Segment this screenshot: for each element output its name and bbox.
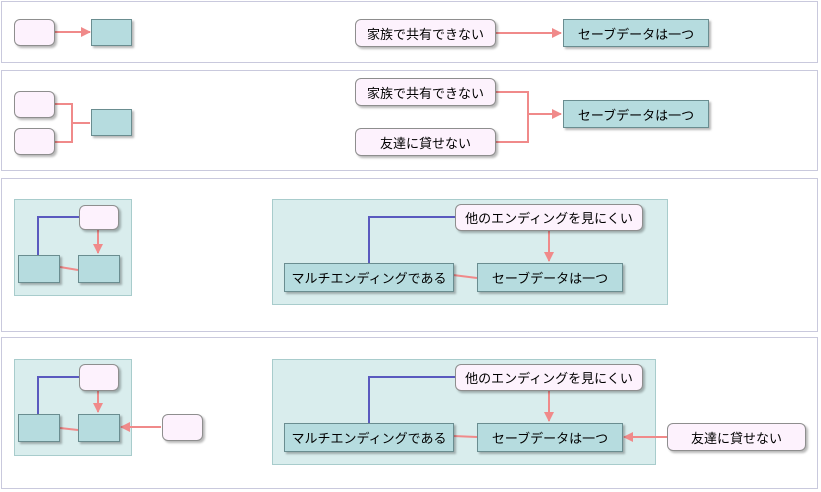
thumb-blue-connector [37, 216, 79, 255]
thumb-cause-box [79, 205, 119, 230]
thumb-cause-box-upper [14, 91, 55, 118]
thumb-effect-box [91, 109, 132, 136]
cause-node-cannot-lend-friend: 友達に貸せない [355, 128, 496, 156]
effect-node-one-save-data: セーブデータは一つ [477, 263, 623, 292]
cause-node-cannot-lend-friend: 友達に貸せない [667, 423, 806, 451]
cause-node-cannot-share-family: 家族で共有できない [355, 19, 496, 47]
thumb-side-link [59, 266, 79, 271]
effect-node-multi-ending: マルチエンディングである [284, 423, 454, 452]
effect-node-one-save-data: セーブデータは一つ [477, 423, 623, 452]
thumb-cause-box [79, 364, 119, 391]
blue-connector [368, 376, 455, 424]
thumb-cause-box-lower [14, 128, 55, 155]
effect-to-multi-link [452, 274, 478, 279]
thumb-blue-connector [37, 376, 79, 414]
thumb-effect-box-left [18, 255, 60, 283]
thumb-effect-box-right [78, 414, 120, 442]
thumb-connector-upper [55, 103, 90, 124]
blue-connector [368, 216, 455, 265]
effect-node-one-save-data: セーブデータは一つ [563, 19, 709, 47]
thumb-connector-lower [55, 123, 73, 143]
thumb-cause-box [14, 19, 55, 46]
thumb-effect-box-left [18, 414, 60, 442]
cause-node-cannot-share-family: 家族で共有できない [355, 78, 496, 106]
thumb-effect-box-right [78, 255, 120, 283]
cause-node-hard-to-see-endings: 他のエンディングを見にくい [455, 204, 643, 231]
effect-node-one-save-data: セーブデータは一つ [563, 100, 709, 128]
cause-merge-connector [496, 91, 529, 143]
cause-node-hard-to-see-endings: 他のエンディングを見にくい [455, 364, 643, 391]
thumb-effect-box [91, 19, 132, 46]
thumb-cause-box-external [162, 414, 203, 441]
effect-node-multi-ending: マルチエンディングである [284, 263, 454, 292]
effect-to-multi-link [452, 435, 478, 438]
thumb-side-link [59, 427, 79, 431]
